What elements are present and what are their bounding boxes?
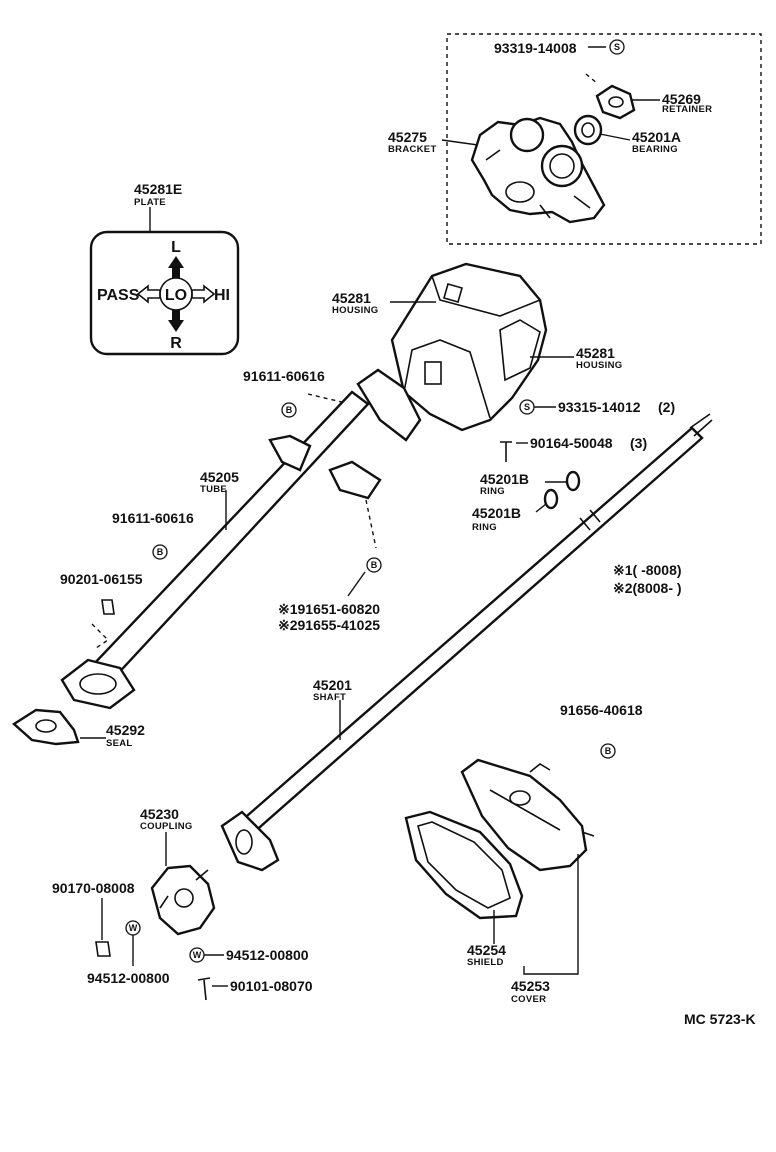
label-45201a: 45201A — [632, 129, 681, 145]
diagram-code: MC 5723-K — [684, 1011, 756, 1027]
b-symbol-1-text: B — [286, 405, 293, 415]
plate-label-lo: LO — [165, 287, 187, 304]
label-94512-00800-b: 94512-00800 — [87, 970, 170, 986]
name-retainer: RETAINER — [662, 104, 712, 115]
name-bracket: BRACKET — [388, 144, 437, 155]
ring-2-drawing — [543, 488, 559, 510]
label-91656-40618: 91656-40618 — [560, 702, 643, 718]
plate-arrows — [136, 256, 216, 332]
name-housing-b: HOUSING — [576, 360, 622, 371]
name-ring-1: RING — [480, 486, 505, 497]
name-cover: COVER — [511, 994, 546, 1005]
label-94512-00800-a: 94512-00800 — [226, 947, 309, 963]
leader-191651 — [347, 571, 366, 597]
name-plate: PLATE — [134, 197, 166, 208]
coupling-drawing — [150, 864, 216, 936]
bolt-90164 — [500, 441, 512, 462]
ring-1-drawing — [565, 470, 581, 492]
name-bearing: BEARING — [632, 144, 678, 155]
w-symbol-2-text: W — [193, 950, 202, 960]
tube-drawing — [60, 368, 422, 710]
plate-label-pass: PASS — [97, 287, 140, 304]
label-45269: 45269 — [662, 91, 701, 107]
dash-191651 — [365, 499, 377, 549]
nut-90170 — [95, 941, 111, 957]
leader-45253 — [523, 854, 579, 975]
qty-90164: (3) — [630, 435, 647, 451]
b-symbol-1 — [281, 402, 297, 418]
retainer-screw-dash — [585, 73, 599, 85]
b-symbol-3-text: B — [371, 560, 378, 570]
label-45201b-2: 45201B — [472, 505, 521, 521]
label-45254: 45254 — [467, 942, 506, 958]
bearing-drawing — [573, 114, 603, 146]
label-90101-08070: 90101-08070 — [230, 978, 313, 994]
label-45253: 45253 — [511, 978, 550, 994]
retainer-drawing — [595, 84, 636, 120]
b-symbol-2 — [152, 544, 168, 560]
label-45281-a: 45281 — [332, 290, 371, 306]
qty-93315: (2) — [658, 399, 675, 415]
bolt-90101 — [197, 977, 211, 1001]
label-291655-41025: ※291655-41025 — [278, 617, 380, 633]
bracket-inset-box — [446, 33, 762, 245]
label-90201-06155: 90201-06155 — [60, 571, 143, 587]
b-symbol-4-text: B — [605, 746, 612, 756]
s-symbol-1-text: S — [614, 42, 620, 52]
label-93315-14012: 93315-14012 — [558, 399, 641, 415]
name-tube: TUBE — [200, 484, 227, 495]
label-191651-60820: ※191651-60820 — [278, 601, 380, 617]
name-ring-2: RING — [472, 522, 497, 533]
leader-45201b-2 — [535, 503, 547, 513]
name-coupling: COUPLING — [140, 821, 193, 832]
label-45275: 45275 — [388, 129, 427, 145]
plate-drawing — [89, 230, 240, 356]
name-shield: SHIELD — [467, 957, 504, 968]
nut-90201 — [101, 599, 115, 615]
name-shaft: SHAFT — [313, 692, 346, 703]
housing-drawing — [390, 262, 548, 432]
shaft-drawing — [220, 413, 713, 872]
label-90164-50048: 90164-50048 — [530, 435, 613, 451]
plate-label-hi: HI — [214, 287, 230, 304]
label-90170-08008: 90170-08008 — [52, 880, 135, 896]
label-45292: 45292 — [106, 722, 145, 738]
label-45205: 45205 — [200, 469, 239, 485]
label-93319-14008: 93319-14008 — [494, 40, 577, 56]
b-symbol-3 — [366, 557, 382, 573]
cover-drawing — [460, 758, 595, 872]
label-45281-b: 45281 — [576, 345, 615, 361]
plate-label-r: R — [170, 335, 182, 352]
name-seal: SEAL — [106, 738, 133, 749]
note-2: ※2(8008- ) — [613, 580, 682, 596]
label-91611-a: 91611-60616 — [243, 368, 325, 384]
name-housing-a: HOUSING — [332, 305, 378, 316]
label-45201b-1: 45201B — [480, 471, 529, 487]
b-symbol-2-text: B — [157, 547, 164, 557]
b-symbol-4 — [600, 743, 616, 759]
leader-45201a — [599, 133, 631, 141]
label-45201: 45201 — [313, 677, 352, 693]
plate-label-l: L — [171, 239, 181, 256]
label-45230: 45230 — [140, 806, 179, 822]
label-91611-b: 91611-60616 — [112, 510, 194, 526]
dash-90201 — [91, 623, 110, 649]
shield-drawing — [404, 810, 524, 920]
w-symbol-1-text: W — [129, 923, 138, 933]
label-45281e: 45281E — [134, 181, 182, 197]
seal-drawing — [12, 708, 80, 746]
note-1: ※1( -8008) — [613, 562, 682, 578]
bracket-drawing — [470, 116, 606, 224]
s-symbol-1 — [609, 39, 625, 55]
leader-45275 — [441, 139, 479, 146]
s-symbol-2-text: S — [524, 402, 530, 412]
